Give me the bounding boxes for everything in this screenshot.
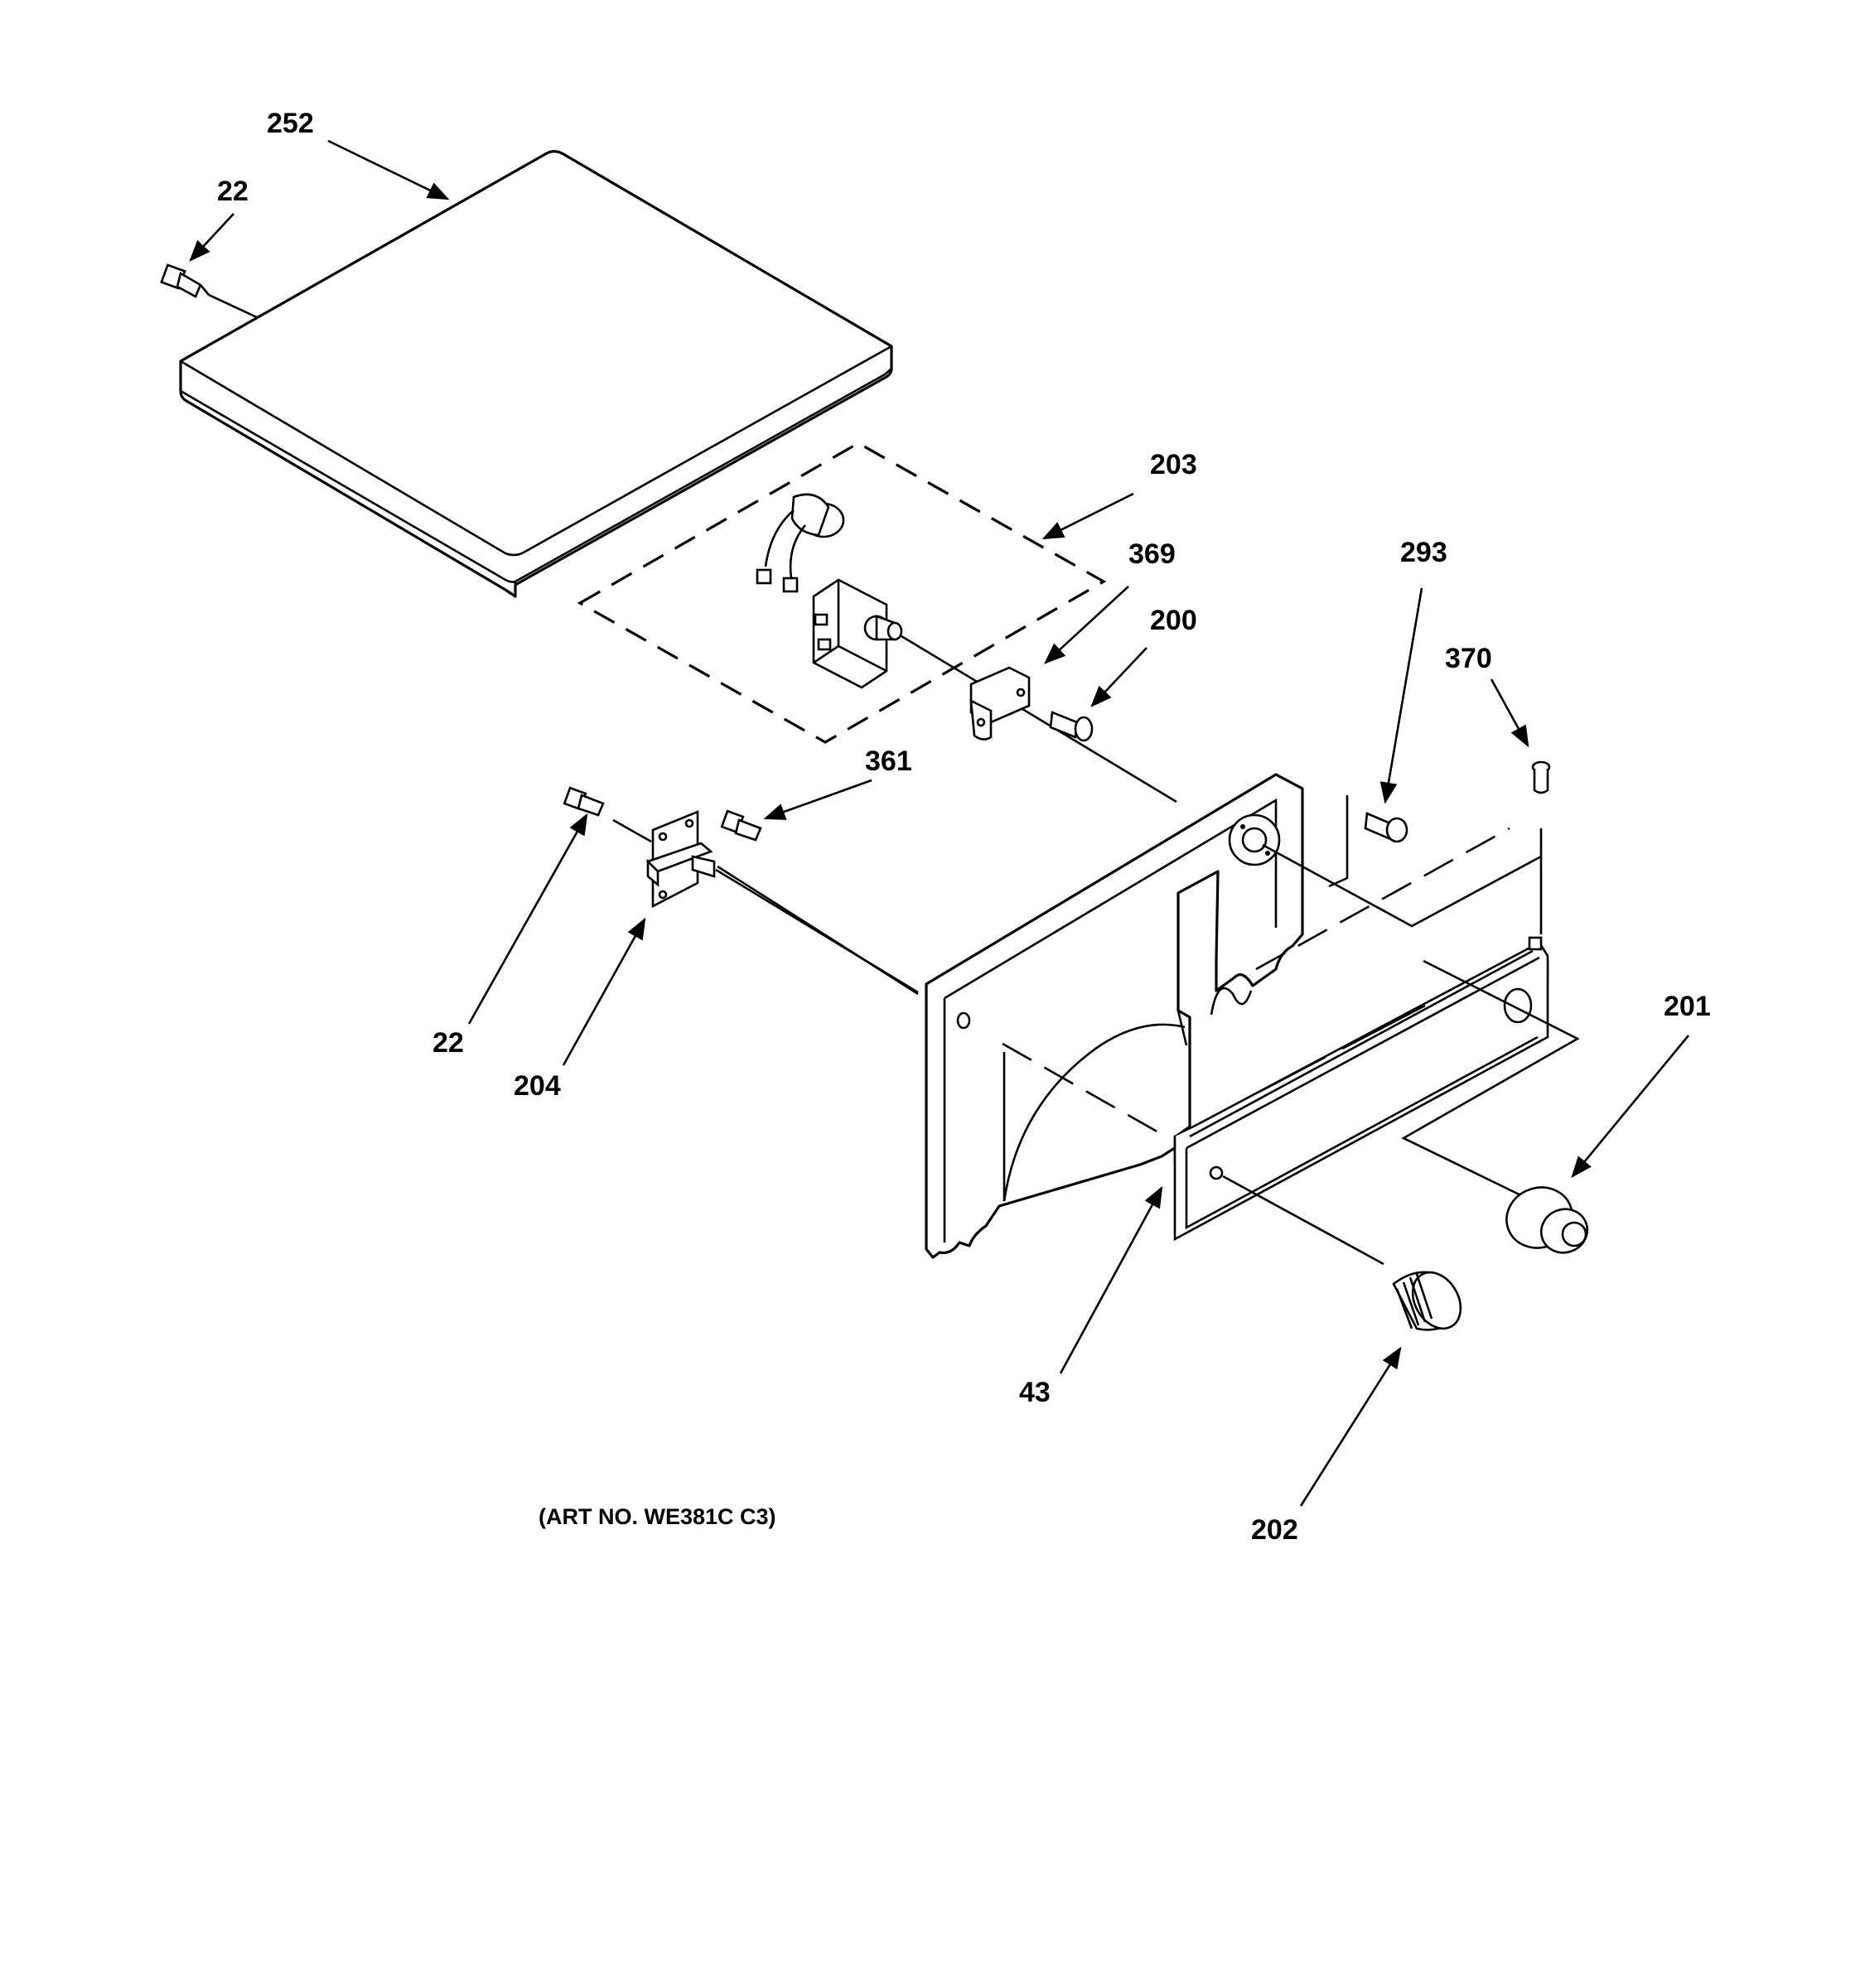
connection-lines bbox=[717, 795, 1580, 1266]
callout-22-left: 22 bbox=[432, 1027, 464, 1059]
callout-204: 204 bbox=[514, 1070, 561, 1102]
screw-22-top bbox=[160, 263, 258, 319]
screw-361 bbox=[720, 809, 762, 842]
control-panel-strip bbox=[1173, 936, 1549, 1242]
leader-arrows bbox=[189, 139, 1690, 1507]
screw-200 bbox=[1049, 711, 1094, 742]
callout-202: 202 bbox=[1251, 1514, 1298, 1546]
knob-201 bbox=[1505, 1186, 1589, 1254]
top-panel-252 bbox=[179, 150, 893, 598]
callout-361: 361 bbox=[865, 746, 912, 777]
callout-203: 203 bbox=[1150, 449, 1197, 480]
callout-201: 201 bbox=[1664, 991, 1711, 1022]
callout-22-top: 22 bbox=[217, 176, 249, 207]
callout-252: 252 bbox=[267, 108, 314, 139]
console-43 bbox=[925, 773, 1304, 1259]
screw-293 bbox=[1364, 812, 1408, 843]
bracket-369 bbox=[969, 666, 1031, 741]
knob-202 bbox=[1392, 1271, 1462, 1331]
pin-370 bbox=[1531, 760, 1551, 794]
screw-22-left bbox=[563, 786, 652, 843]
callout-200: 200 bbox=[1150, 605, 1197, 636]
art-number-caption: (ART NO. WE381C C3) bbox=[539, 1504, 776, 1529]
callout-43: 43 bbox=[1019, 1377, 1051, 1408]
callout-369: 369 bbox=[1128, 538, 1176, 570]
callout-293: 293 bbox=[1400, 537, 1447, 568]
timer-assembly-203 bbox=[577, 442, 1177, 803]
hinge-204 bbox=[645, 810, 919, 994]
callout-370: 370 bbox=[1445, 643, 1492, 674]
